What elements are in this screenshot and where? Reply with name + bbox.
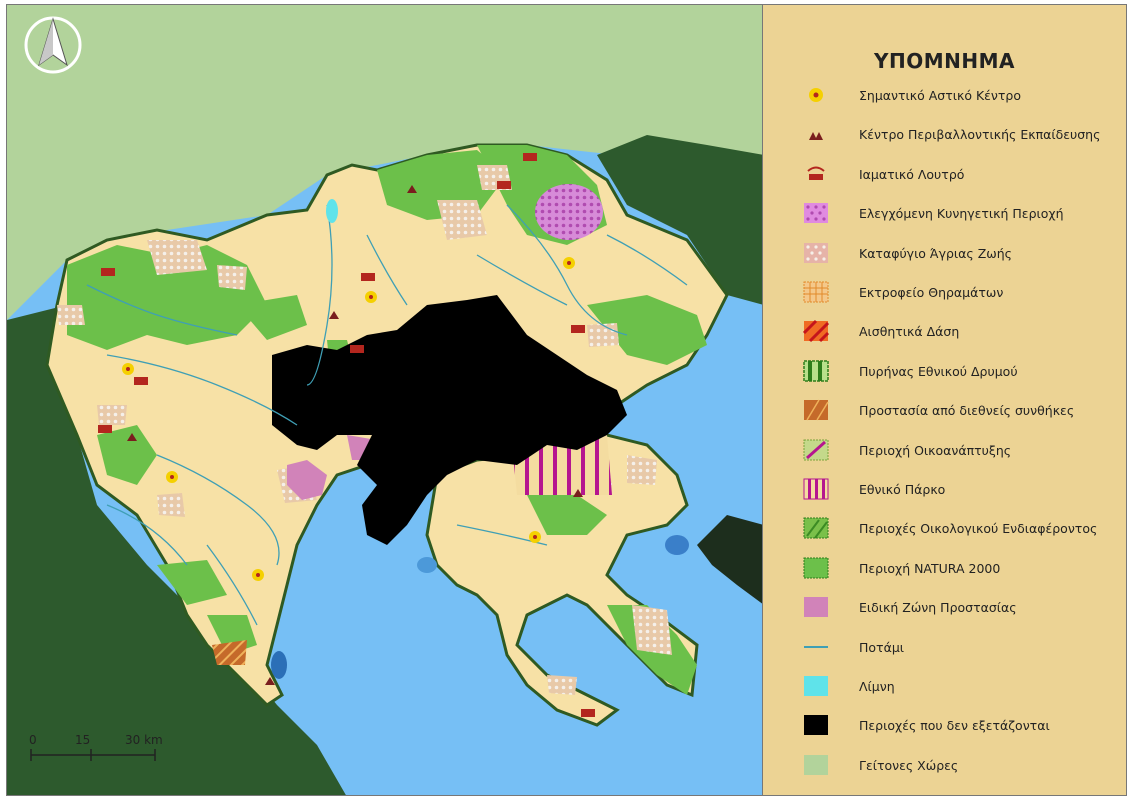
legend-item: Περιοχή NATURA 2000: [803, 556, 1123, 586]
legend-item-label: Πυρήνας Εθνικού Δρυμού: [859, 363, 1018, 379]
north-arrow-icon: [24, 16, 82, 74]
legend-item: Ιαματικό Λουτρό: [803, 162, 1123, 192]
natura-areas: [67, 145, 707, 695]
legend-item-label: Κέντρο Περιβαλλοντικής Εκπαίδευσης: [859, 127, 1101, 143]
legend-item: Περιοχή Οικοανάπτυξης: [803, 438, 1123, 468]
legend-item-label: Περιοχές Οικολογικού Ενδιαφέροντος: [859, 521, 1098, 537]
rivers: [86, 204, 688, 626]
thermal-bath-markers: [98, 153, 595, 717]
legend-item: Λίμνη: [803, 674, 1123, 704]
legend-item-label: Προστασία από διεθνείς συνθήκες: [859, 403, 1075, 419]
map-canvas: 0 15 30 km: [6, 4, 763, 796]
legend-item: Ποτάμι: [803, 635, 1123, 665]
legend-item-label: Αισθητικά Δάση: [859, 324, 960, 340]
natura-2000-swatch-icon: [803, 557, 829, 579]
river-line-icon: [804, 645, 828, 648]
legend-item: Πυρήνας Εθνικού Δρυμού: [803, 359, 1123, 389]
lake-swatch-icon: [804, 676, 828, 696]
hunting-area-swatch-icon: [804, 203, 828, 224]
legend-title: ΥΠΟΜΝΗΜΑ: [874, 49, 1015, 73]
excluded-area-swatch-icon: [804, 715, 828, 736]
legend-item: Σημαντικό Αστικό Κέντρο: [803, 83, 1123, 113]
legend-item: Περιοχές που δεν εξετάζονται: [803, 713, 1123, 743]
aesthetic-forest-swatch-icon: [803, 320, 829, 343]
lakes: [271, 199, 689, 679]
wildlife-refuge-swatch-icon: [804, 242, 828, 263]
legend-item-label: Ειδική Ζώνη Προστασίας: [859, 600, 1017, 616]
urban-centers: [122, 257, 575, 581]
urban-center-icon: [809, 88, 823, 102]
legend-item: Ελεγχόμενη Κυνηγετική Περιοχή: [803, 201, 1123, 231]
legend-item-label: Εκτροφείο Θηραμάτων: [859, 285, 1004, 300]
chalkidiki: [425, 433, 699, 727]
legend-item-label: Περιοχή Οικοανάπτυξης: [859, 442, 1012, 458]
legend-item-label: Περιοχή NATURA 2000: [859, 560, 1001, 576]
legend-item-label: Ελεγχόμενη Κυνηγετική Περιοχή: [859, 206, 1064, 222]
map-svg: [7, 5, 762, 795]
national-forest-core-swatch-icon: [803, 360, 829, 382]
game-breeding-swatch-icon: [803, 281, 829, 303]
scale-tick-30: 30 km: [125, 733, 163, 747]
legend-item: Περιοχές Οικολογικού Ενδιαφέροντος: [803, 516, 1123, 546]
eco-development-swatch-icon: [803, 439, 829, 461]
legend-item: Ειδική Ζώνη Προστασίας: [803, 595, 1123, 625]
legend-item-label: Καταφύγιο Άγριας Ζωής: [859, 245, 1012, 261]
env-education-markers: [127, 185, 583, 685]
dark-green-east: [597, 135, 762, 305]
legend-item-label: Εθνικό Πάρκο: [859, 482, 946, 497]
legend-item: Κέντρο Περιβαλλοντικής Εκπαίδευσης: [803, 122, 1123, 152]
scale-bar-graphic: [30, 749, 156, 761]
neighbor-countries: [7, 5, 762, 320]
legend-item-label: Γείτονες Χώρες: [859, 757, 959, 773]
ecological-interest-swatch-icon: [803, 517, 829, 539]
legend-item: Γείτονες Χώρες: [803, 753, 1123, 783]
intl-protection-swatch-icon: [804, 399, 829, 421]
intl-protection-area: [212, 640, 247, 665]
thermal-bath-icon: [807, 166, 825, 180]
national-park-swatch-icon: [803, 478, 829, 500]
dark-green-peninsula: [697, 515, 762, 604]
neighbor-countries-swatch-icon: [804, 754, 828, 775]
legend-item: Εκτροφείο Θηραμάτων: [803, 280, 1123, 310]
scale-tick-0: 0: [29, 733, 37, 747]
legend-item: Εθνικό Πάρκο: [803, 477, 1123, 507]
legend-item-label: Ιαματικό Λουτρό: [859, 166, 965, 182]
legend-item: Προστασία από διεθνείς συνθήκες: [803, 398, 1123, 428]
env-education-icon: [809, 132, 823, 141]
special-protection-zone: [287, 460, 327, 500]
special-protection-swatch-icon: [804, 597, 828, 618]
excluded-area: [272, 295, 627, 545]
legend-item-label: Ποτάμι: [859, 639, 904, 655]
legend-item: Καταφύγιο Άγριας Ζωής: [803, 241, 1123, 271]
legend-item-label: Περιοχές που δεν εξετάζονται: [859, 718, 1050, 734]
scale-tick-15: 15: [75, 733, 91, 747]
dark-green-west: [7, 305, 346, 795]
scale-bar: 0 15 30 km: [27, 733, 197, 773]
legend-item-label: Σημαντικό Αστικό Κέντρο: [859, 88, 1021, 103]
hunting-area: [535, 184, 603, 240]
legend-item-label: Λίμνη: [859, 679, 895, 694]
legend-item: Αισθητικά Δάση: [803, 319, 1123, 349]
